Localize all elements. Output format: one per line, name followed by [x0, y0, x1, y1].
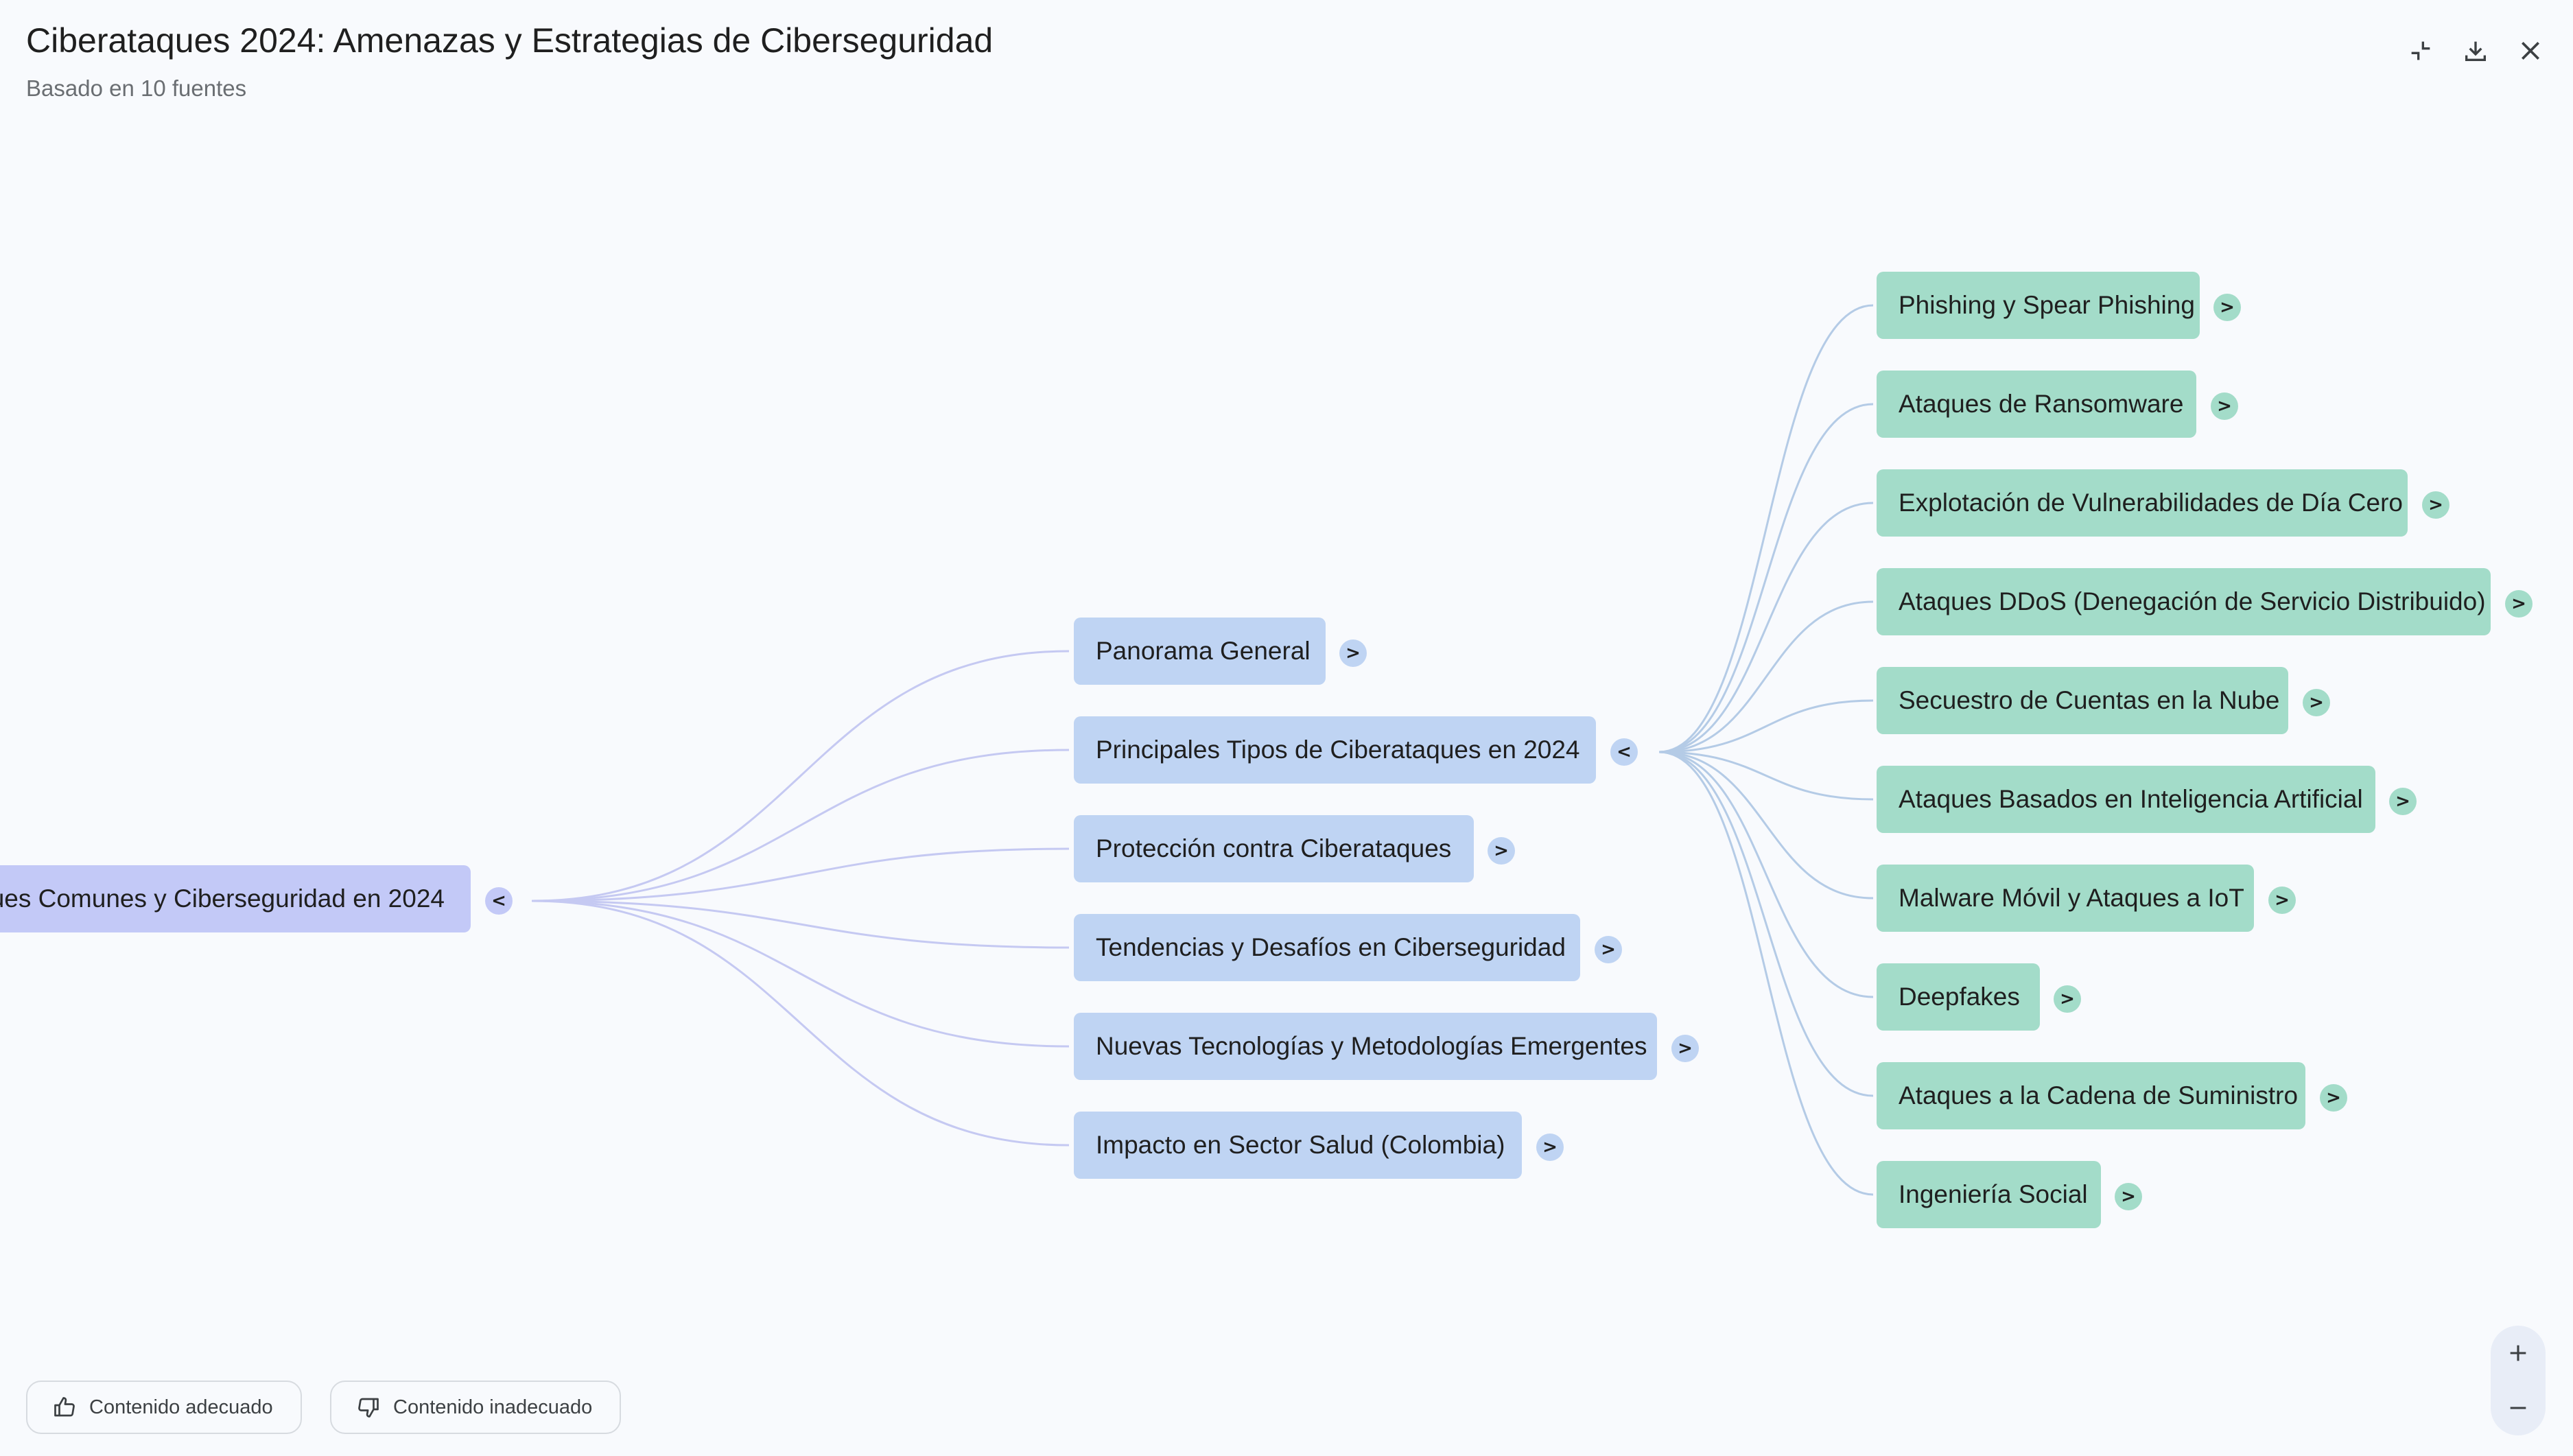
expand-toggle-button[interactable]: >: [2389, 788, 2417, 815]
branch-connector: [1658, 751, 1874, 801]
branch-node-impacto-salud[interactable]: Impacto en Sector Salud (Colombia): [1074, 1112, 1522, 1179]
bad-content-label: Contenido inadecuado: [393, 1396, 593, 1418]
thumbs-up-icon: [54, 1397, 75, 1417]
zoom-in-button[interactable]: [2491, 1326, 2546, 1381]
expand-toggle-button[interactable]: >: [2054, 985, 2081, 1013]
bad-content-button[interactable]: Contenido inadecuado: [330, 1381, 622, 1434]
root-node-label: Ciberataques Comunes y Ciberseguridad en…: [0, 884, 445, 913]
leaf-node-inteligencia-artificial[interactable]: Ataques Basados en Inteligencia Artifici…: [1877, 766, 2375, 833]
leaf-node-cadena-suministro[interactable]: Ataques a la Cadena de Suministro: [1877, 1062, 2305, 1129]
plus-icon: [2510, 1345, 2526, 1361]
leaf-node-nube[interactable]: Secuestro de Cuentas en la Nube: [1877, 667, 2288, 734]
expand-toggle-button[interactable]: >: [1339, 639, 1367, 667]
root-connector: [531, 900, 1070, 949]
branch-connector: [1658, 600, 1874, 753]
zoom-out-button[interactable]: [2491, 1381, 2546, 1435]
branch-connector: [1658, 751, 1874, 900]
expand-toggle-button[interactable]: >: [2422, 491, 2449, 519]
collapse-toggle-button[interactable]: <: [1610, 738, 1638, 766]
branch-node-panorama-general[interactable]: Panorama General: [1074, 618, 1326, 685]
branch-connector: [1658, 751, 1874, 998]
close-icon: [2522, 42, 2539, 60]
leaf-node-phishing[interactable]: Phishing y Spear Phishing: [1877, 272, 2200, 339]
expand-toggle-button[interactable]: >: [1671, 1035, 1699, 1062]
expand-toggle-button[interactable]: >: [2505, 590, 2533, 618]
branch-node-tendencias[interactable]: Tendencias y Desafíos en Ciberseguridad: [1074, 914, 1580, 981]
branch-connector: [1658, 751, 1874, 1196]
thumbs-down-icon: [358, 1398, 379, 1418]
page-title: Ciberataques 2024: Amenazas y Estrategia…: [26, 21, 994, 60]
root-toggle-button[interactable]: <: [485, 887, 513, 915]
collapse-icon: [2411, 41, 2430, 60]
expand-toggle-button[interactable]: >: [2211, 392, 2238, 420]
branch-node-proteccion[interactable]: Protección contra Ciberataques: [1074, 815, 1474, 882]
download-icon: [2465, 41, 2486, 61]
close-button[interactable]: [2509, 29, 2552, 73]
expand-toggle-button[interactable]: >: [1488, 837, 1515, 865]
leaf-node-dia-cero[interactable]: Explotación de Vulnerabilidades de Día C…: [1877, 469, 2408, 537]
expand-toggle-button[interactable]: >: [2303, 689, 2330, 716]
root-connector: [531, 900, 1070, 1147]
minus-icon: [2510, 1407, 2526, 1409]
branch-connector: [1658, 699, 1874, 753]
sources-subtitle: Basado en 10 fuentes: [26, 75, 247, 101]
expand-toggle-button[interactable]: >: [1595, 936, 1622, 963]
leaf-node-ransomware[interactable]: Ataques de Ransomware: [1877, 371, 2196, 438]
leaf-node-deepfakes[interactable]: Deepfakes: [1877, 963, 2040, 1031]
download-button[interactable]: [2454, 29, 2498, 73]
expand-toggle-button[interactable]: >: [2320, 1084, 2347, 1112]
good-content-button[interactable]: Contenido adecuado: [26, 1381, 302, 1434]
leaf-node-ddos[interactable]: Ataques DDoS (Denegación de Servicio Dis…: [1877, 568, 2491, 635]
collapse-button[interactable]: [2399, 29, 2443, 73]
expand-toggle-button[interactable]: >: [2115, 1183, 2142, 1210]
root-node[interactable]: Ciberataques Comunes y Ciberseguridad en…: [0, 865, 471, 932]
branch-connector: [1658, 502, 1874, 753]
branch-connector: [1658, 403, 1874, 753]
branch-node-principales-tipos[interactable]: Principales Tipos de Ciberataques en 202…: [1074, 716, 1596, 784]
branch-connector: [1658, 304, 1874, 753]
root-connector: [531, 749, 1070, 902]
leaf-node-malware-movil[interactable]: Malware Móvil y Ataques a IoT: [1877, 865, 2254, 932]
leaf-node-ingenieria-social[interactable]: Ingeniería Social: [1877, 1161, 2101, 1228]
expand-toggle-button[interactable]: >: [2268, 886, 2296, 914]
zoom-controls: [2491, 1326, 2546, 1435]
expand-toggle-button[interactable]: >: [2213, 294, 2241, 321]
branch-connector: [1658, 751, 1874, 1097]
root-connector: [531, 650, 1070, 902]
root-connector: [531, 900, 1070, 1048]
root-connector: [531, 847, 1070, 902]
branch-node-nuevas-tecnologias[interactable]: Nuevas Tecnologías y Metodologías Emerge…: [1074, 1013, 1657, 1080]
good-content-label: Contenido adecuado: [89, 1396, 273, 1418]
expand-toggle-button[interactable]: >: [1536, 1134, 1564, 1161]
